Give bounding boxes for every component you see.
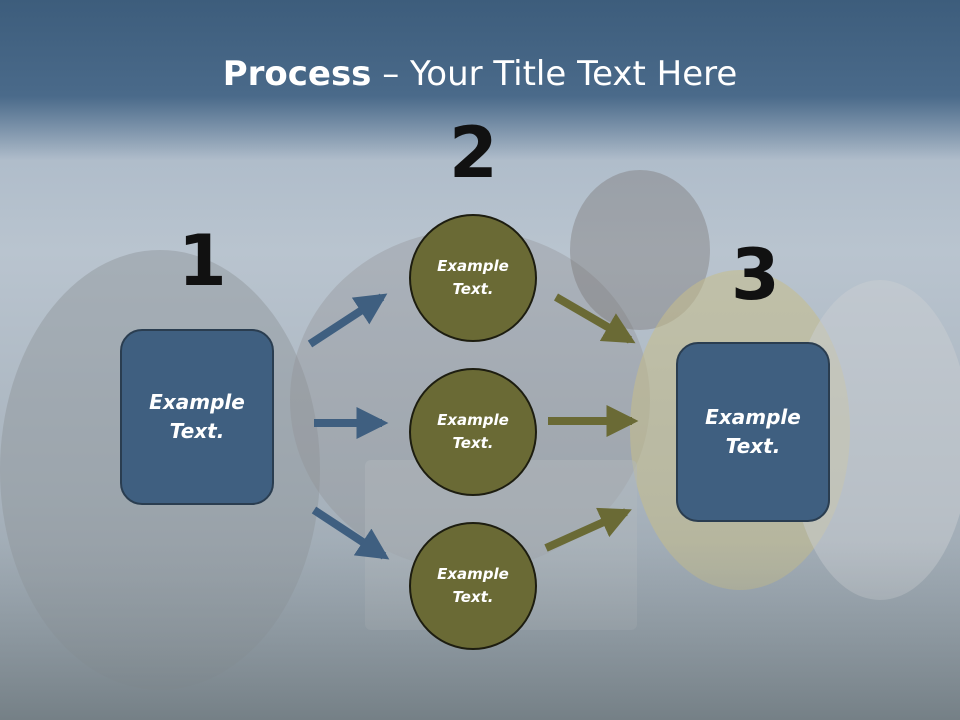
- process-box-right-text: Example Text.: [705, 405, 801, 458]
- header-band: [0, 0, 960, 160]
- process-circle-bottom-text: Example Text.: [437, 565, 509, 606]
- process-circle-top-text: Example Text.: [437, 257, 509, 298]
- title-rest: – Your Title Text Here: [371, 54, 738, 94]
- arrow-to-top-circle: [307, 293, 388, 348]
- step-number-2: 2: [449, 112, 498, 194]
- title-bold: Process: [222, 54, 372, 94]
- arrow-top-to-right-box: [553, 293, 636, 344]
- process-circle-bottom: Example Text.: [409, 522, 537, 650]
- process-box-left-text: Example Text.: [149, 390, 245, 443]
- arrow-bottom-to-right-box: [544, 507, 632, 552]
- step-number-3: 3: [731, 234, 780, 316]
- step-number-1: 1: [178, 220, 227, 302]
- process-circle-middle: Example Text.: [409, 368, 537, 496]
- process-box-left: Example Text.: [120, 329, 274, 505]
- arrow-to-bottom-circle: [311, 506, 390, 560]
- process-circle-top: Example Text.: [409, 214, 537, 342]
- page-title: Process – Your Title Text Here: [0, 54, 960, 94]
- process-circle-middle-text: Example Text.: [437, 411, 509, 452]
- process-box-right: Example Text.: [676, 342, 830, 522]
